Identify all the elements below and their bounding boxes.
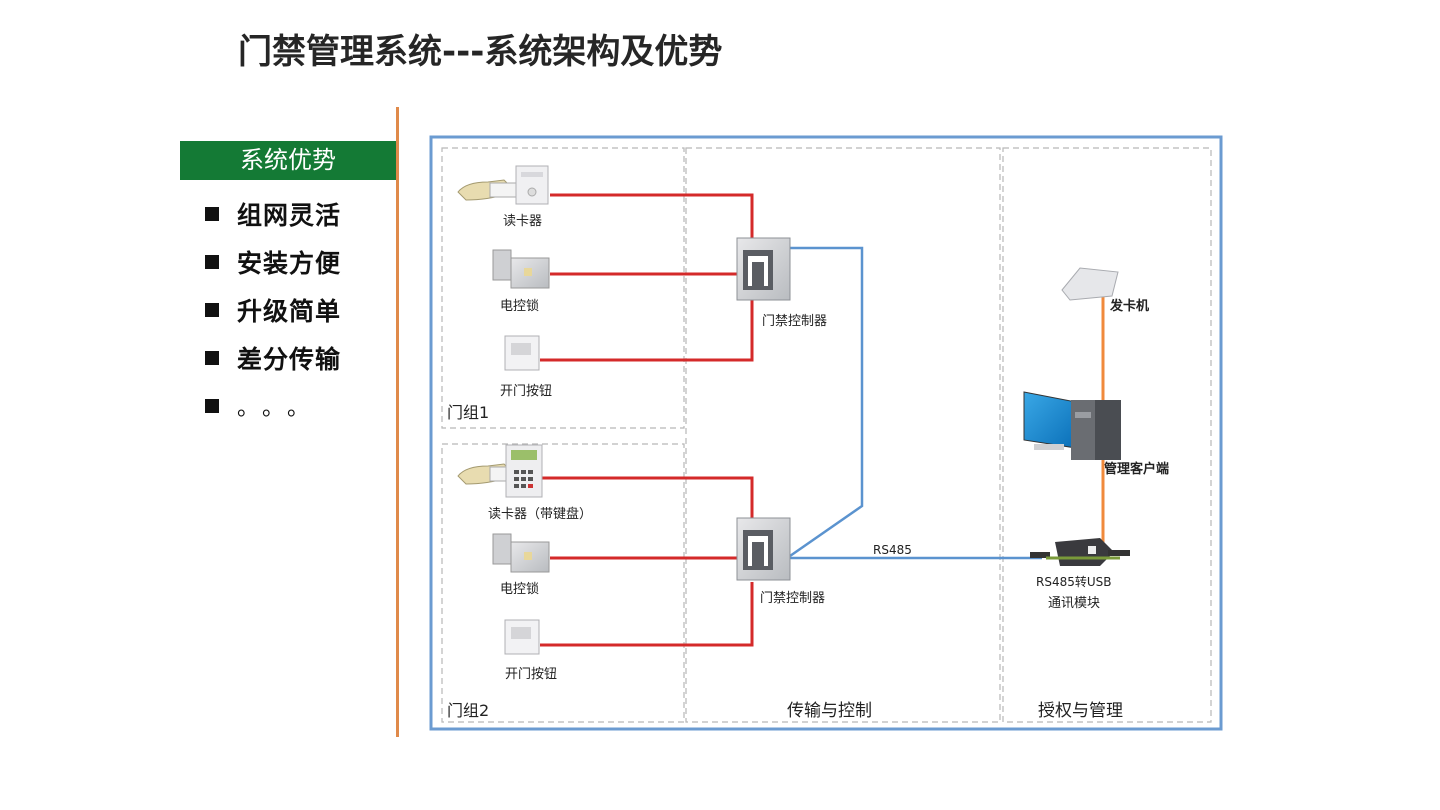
label-button-2: 开门按钮 <box>505 667 557 682</box>
label-client: 管理客户端 <box>1104 461 1169 477</box>
bullet-square-icon <box>205 351 219 365</box>
label-door-group-1: 门组1 <box>447 403 489 422</box>
zone-transmission <box>685 147 1001 723</box>
bus-link-controllers <box>789 246 864 558</box>
bullet-square-icon <box>205 399 219 413</box>
advantage-item-more: 。。。 <box>205 382 341 430</box>
wire-reader-2 <box>540 476 754 518</box>
label-rs485: RS485 <box>873 543 912 557</box>
advantage-item: 升级简单 <box>205 286 341 334</box>
advantage-item: 组网灵活 <box>205 190 341 238</box>
label-lock-2: 电控锁 <box>500 581 539 597</box>
electric-lock-icon <box>492 249 550 289</box>
label-controller-1: 门禁控制器 <box>762 314 827 329</box>
card-issuer-icon <box>1061 267 1119 301</box>
label-controller-2: 门禁控制器 <box>760 591 825 606</box>
bullet-square-icon <box>205 303 219 317</box>
label-door-group-2: 门组2 <box>447 701 489 720</box>
zone-management <box>1002 147 1212 723</box>
exit-button-icon <box>504 619 540 655</box>
management-computer-icon <box>1023 391 1121 460</box>
advantage-item: 安装方便 <box>205 238 341 286</box>
electric-lock-icon <box>492 533 550 573</box>
wire-reader-1 <box>550 193 754 238</box>
controller-icon <box>736 517 791 581</box>
vertical-divider <box>396 107 399 737</box>
bullet-square-icon <box>205 255 219 269</box>
label-management-zone: 授权与管理 <box>1038 701 1123 721</box>
card-reader-icon <box>457 165 549 205</box>
wire-button-2 <box>540 582 754 647</box>
zone-door-group-1 <box>441 147 685 429</box>
label-converter-2: 通讯模块 <box>1048 596 1100 611</box>
bullet-square-icon <box>205 207 219 221</box>
advantages-header: 系统优势 <box>180 141 396 180</box>
label-lock-1: 电控锁 <box>500 298 539 314</box>
label-button-1: 开门按钮 <box>500 384 552 399</box>
wire-button-1 <box>540 300 754 362</box>
advantage-item: 差分传输 <box>205 334 341 382</box>
rs485-usb-converter-icon <box>1030 538 1130 566</box>
label-card-issuer: 发卡机 <box>1109 298 1149 314</box>
controller-icon <box>736 237 791 301</box>
zone-door-group-2 <box>441 443 685 723</box>
exit-button-icon <box>504 335 540 371</box>
advantages-list: 组网灵活 安装方便 升级简单 差分传输 。。。 <box>205 190 341 430</box>
diagram-frame <box>429 135 1223 731</box>
page-title: 门禁管理系统---系统架构及优势 <box>238 32 723 72</box>
label-converter-1: RS485转USB <box>1036 574 1112 589</box>
label-reader-1: 读卡器 <box>503 214 542 229</box>
keypad-reader-icon <box>457 444 543 498</box>
label-reader-2: 读卡器（带键盘） <box>488 506 592 522</box>
label-transmission-zone: 传输与控制 <box>787 701 872 721</box>
